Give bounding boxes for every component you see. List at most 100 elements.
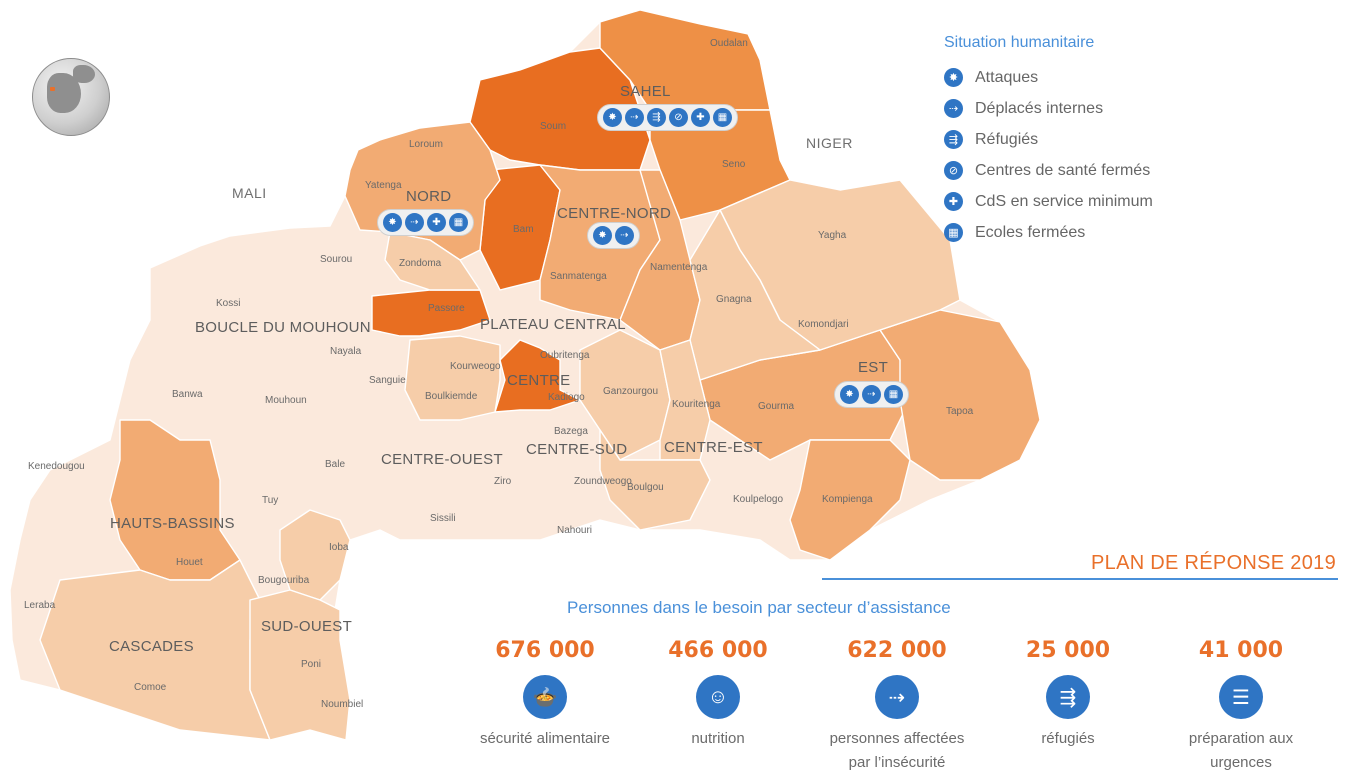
province-label-nayala: Nayala [330, 346, 362, 357]
province-label-ziro: Ziro [494, 476, 512, 487]
region-label-est: EST [858, 359, 888, 376]
legend-label: Déplacés internes [975, 99, 1104, 117]
province-label-oubritenga: Oubritenga [540, 350, 590, 361]
province-label-poni: Poni [301, 659, 321, 670]
sectors-title: Personnes dans le besoin par secteur d’a… [567, 598, 951, 617]
school-closed-icon: ▦ [449, 213, 468, 232]
legend-item-health-closed: ⊘ Centres de santé fermés [944, 155, 1264, 186]
province-label-tuy: Tuy [262, 495, 278, 506]
sector-value: 25 000 [1025, 638, 1111, 663]
province-label-boulkiemde: Boulkiemde [425, 391, 478, 402]
sahel-indicators: ✸ ⇢ ⇶ ⊘ ✚ ▦ [597, 104, 738, 131]
province-label-sanguie: Sanguie [369, 375, 406, 386]
legend-item-refugees: ⇶ Réfugiés [944, 124, 1264, 155]
legend-label: Attaques [975, 68, 1039, 86]
province-label-mouhoun: Mouhoun [265, 395, 307, 406]
province-label-kompienga: Kompienga [822, 494, 873, 505]
province-label-kouritenga: Kouritenga [672, 399, 721, 410]
checklist-icon: ☰ [1219, 675, 1263, 719]
province-label-seno: Seno [722, 159, 746, 170]
province-label-kenedougou: Kenedougou [28, 461, 85, 472]
region-label-boucle-du-mouhoun: BOUCLE DU MOUHOUN [195, 319, 371, 336]
sector-nutrition: 466 000 ☺ nutrition [633, 638, 803, 751]
sector-label: sécurité alimentaire [479, 730, 611, 747]
province-label-sissili: Sissili [430, 513, 456, 524]
province-label-kossi: Kossi [216, 298, 240, 309]
region-label-centre-nord: CENTRE-NORD [557, 205, 671, 222]
attack-icon: ✸ [944, 68, 963, 87]
nord-indicators: ✸ ⇢ ✚ ▦ [377, 209, 474, 236]
school-closed-icon: ▦ [884, 385, 903, 404]
province-label-zondoma: Zondoma [399, 258, 442, 269]
region-label-centre-ouest: CENTRE-OUEST [381, 451, 503, 468]
region-label-centre-est: CENTRE-EST [664, 439, 763, 456]
sector-insecurity: 622 000 ⇢ personnes affectées par l’insé… [812, 638, 982, 775]
province-label-ganzourgou: Ganzourgou [603, 386, 658, 397]
province-label-yatenga: Yatenga [365, 180, 402, 191]
province-oudalan [599, 9, 771, 111]
legend-title: Situation humanitaire [944, 34, 1095, 51]
sector-refugees: 25 000 ⇶ réfugiés [983, 638, 1153, 751]
legend-label: Réfugiés [975, 130, 1039, 148]
province-boulkiemde [404, 335, 501, 421]
refugee-icon: ⇶ [1046, 675, 1090, 719]
sector-value: 676 000 [495, 638, 595, 663]
legend-item-health-minimum: ✚ CdS en service minimum [944, 186, 1264, 217]
province-label-leraba: Leraba [24, 600, 56, 611]
sector-label: préparation aux [1188, 730, 1294, 747]
province-label-ioba: Ioba [329, 542, 349, 553]
province-gnagna [689, 209, 821, 381]
health-minimum-icon: ✚ [944, 192, 963, 211]
health-closed-icon: ⊘ [944, 161, 963, 180]
province-label-boulgou: Boulgou [627, 482, 664, 493]
province-label-nahouri: Nahouri [557, 525, 592, 536]
sector-preparedness: 41 000 ☰ préparation aux urgences [1156, 638, 1326, 775]
province-label-tapoa: Tapoa [946, 406, 974, 417]
food-security-icon: 🍲 [523, 675, 567, 719]
province-label-bazega: Bazega [554, 426, 588, 437]
idp-icon: ⇢ [615, 226, 634, 245]
province-zondoma [384, 231, 481, 291]
school-closed-icon: ▦ [944, 223, 963, 242]
legend: Situation humanitaire ✸ Attaques ⇢ Dépla… [944, 34, 1264, 248]
region-label-centre: CENTRE [507, 372, 570, 389]
province-label-sourou: Sourou [320, 254, 352, 265]
plan-title: PLAN DE RÉPONSE 2019 [1091, 552, 1336, 574]
refugee-icon: ⇶ [647, 108, 666, 127]
region-label-sahel: SAHEL [620, 83, 671, 100]
province-label-noumbiel: Noumbiel [321, 699, 363, 710]
province-label-yagha: Yagha [818, 230, 847, 241]
province-label-comoe: Comoe [134, 682, 167, 693]
province-label-houet: Houet [176, 557, 203, 568]
idp-icon: ⇢ [862, 385, 881, 404]
idp-icon: ⇢ [625, 108, 644, 127]
region-label-plateau-central: PLATEAU CENTRAL [480, 316, 626, 333]
sector-value: 466 000 [668, 638, 768, 663]
province-label-komondjari: Komondjari [798, 319, 849, 330]
region-label-cascades: CASCADES [109, 638, 194, 655]
refugee-icon: ⇶ [944, 130, 963, 149]
school-closed-icon: ▦ [713, 108, 732, 127]
sector-label: personnes affectées [829, 730, 965, 747]
legend-label: CdS en service minimum [975, 192, 1153, 210]
country-label-mali: MALI [232, 185, 267, 201]
sector-label: nutrition [691, 730, 745, 747]
province-label-bale: Bale [325, 459, 345, 470]
province-label-banwa: Banwa [172, 389, 203, 400]
legend-label: Ecoles fermées [975, 223, 1086, 241]
legend-item-attacks: ✸ Attaques [944, 62, 1264, 93]
province-label-soum: Soum [540, 121, 566, 132]
province-poni [249, 589, 351, 741]
region-label-sud-ouest: SUD-OUEST [261, 618, 352, 635]
attack-icon: ✸ [383, 213, 402, 232]
country-label-niger: NIGER [806, 135, 853, 151]
province-label-sanmatenga: Sanmatenga [550, 271, 607, 282]
region-label-centre-sud: CENTRE-SUD [526, 441, 627, 458]
province-label-kourweogo: Kourweogo [450, 361, 501, 372]
health-minimum-icon: ✚ [427, 213, 446, 232]
legend-item-idp: ⇢ Déplacés internes [944, 93, 1264, 124]
plan-divider [822, 578, 1338, 580]
sector-value: 41 000 [1198, 638, 1284, 663]
sector-food-security: 676 000 🍲 sécurité alimentaire [460, 638, 630, 751]
